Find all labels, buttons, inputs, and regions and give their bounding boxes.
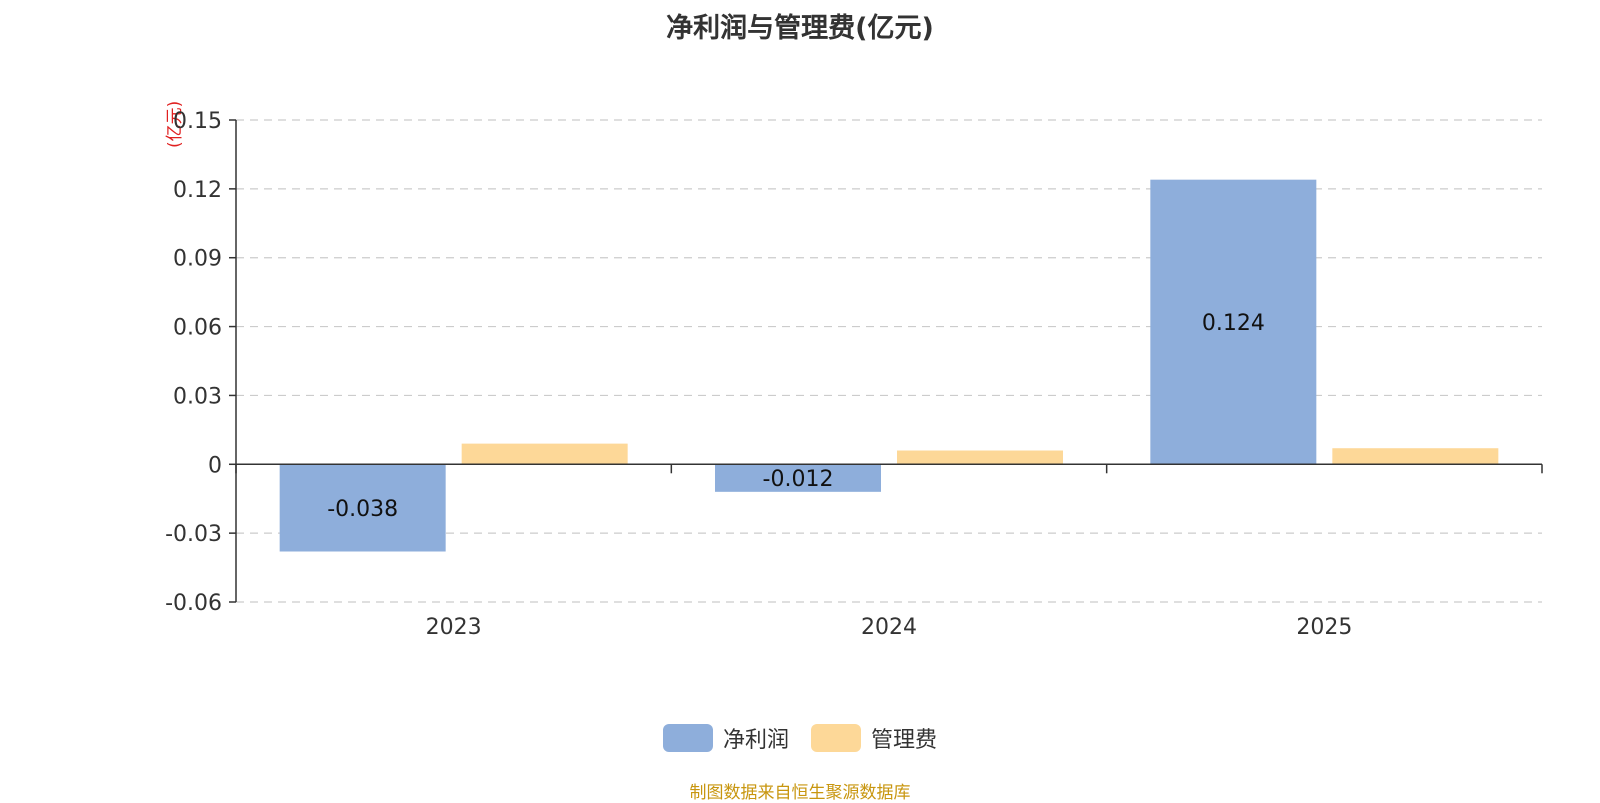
legend-swatch-net-profit <box>662 724 713 752</box>
x-tick-label: 2024 <box>861 615 917 640</box>
y-tick-label: 0.06 <box>173 316 222 341</box>
axes <box>229 119 1543 603</box>
legend-item-net-profit[interactable]: 净利润 <box>662 722 789 754</box>
legend-swatch-admin-expense <box>811 724 861 752</box>
y-tick-label: 0.15 <box>173 109 222 134</box>
legend-label-admin-expense: 管理费 <box>871 728 938 753</box>
gridlines <box>236 119 1542 603</box>
bar-net-profit <box>715 464 881 492</box>
bar-data-label: -0.038 <box>327 497 398 522</box>
bar-net-profit <box>279 464 446 552</box>
x-tick-label: 2025 <box>1296 615 1352 640</box>
bar-admin-expense <box>461 443 628 465</box>
legend-item-admin-expense[interactable]: 管理费 <box>811 722 937 754</box>
bar-net-profit <box>1150 179 1317 465</box>
bars <box>279 179 1499 552</box>
x-tick-label: 2023 <box>426 615 482 640</box>
source-note: 制图数据来自恒生聚源数据库 <box>689 783 911 803</box>
bar-data-label: 0.124 <box>1202 311 1265 336</box>
y-tick-label: 0.03 <box>173 384 222 409</box>
labels: 0.15 0.12 0.09 0.06 0.03 0 -0.03 -0.06 -0.038 202… <box>165 109 1352 640</box>
bar-data-label: -0.012 <box>763 467 834 492</box>
bar-admin-expense <box>1332 448 1499 465</box>
y-tick-label: -0.03 <box>165 522 222 547</box>
y-tick-label: 0.09 <box>173 247 222 272</box>
y-tick-label: 0.12 <box>173 178 222 203</box>
y-tick-label: -0.06 <box>165 591 222 616</box>
legend: 净利润 管理费 <box>0 722 1600 754</box>
legend-label-net-profit: 净利润 <box>722 728 789 753</box>
bar-admin-expense <box>897 450 1063 465</box>
chart-title: 净利润与管理费(亿元) <box>666 13 934 44</box>
y-tick-label: 0 <box>208 453 222 478</box>
